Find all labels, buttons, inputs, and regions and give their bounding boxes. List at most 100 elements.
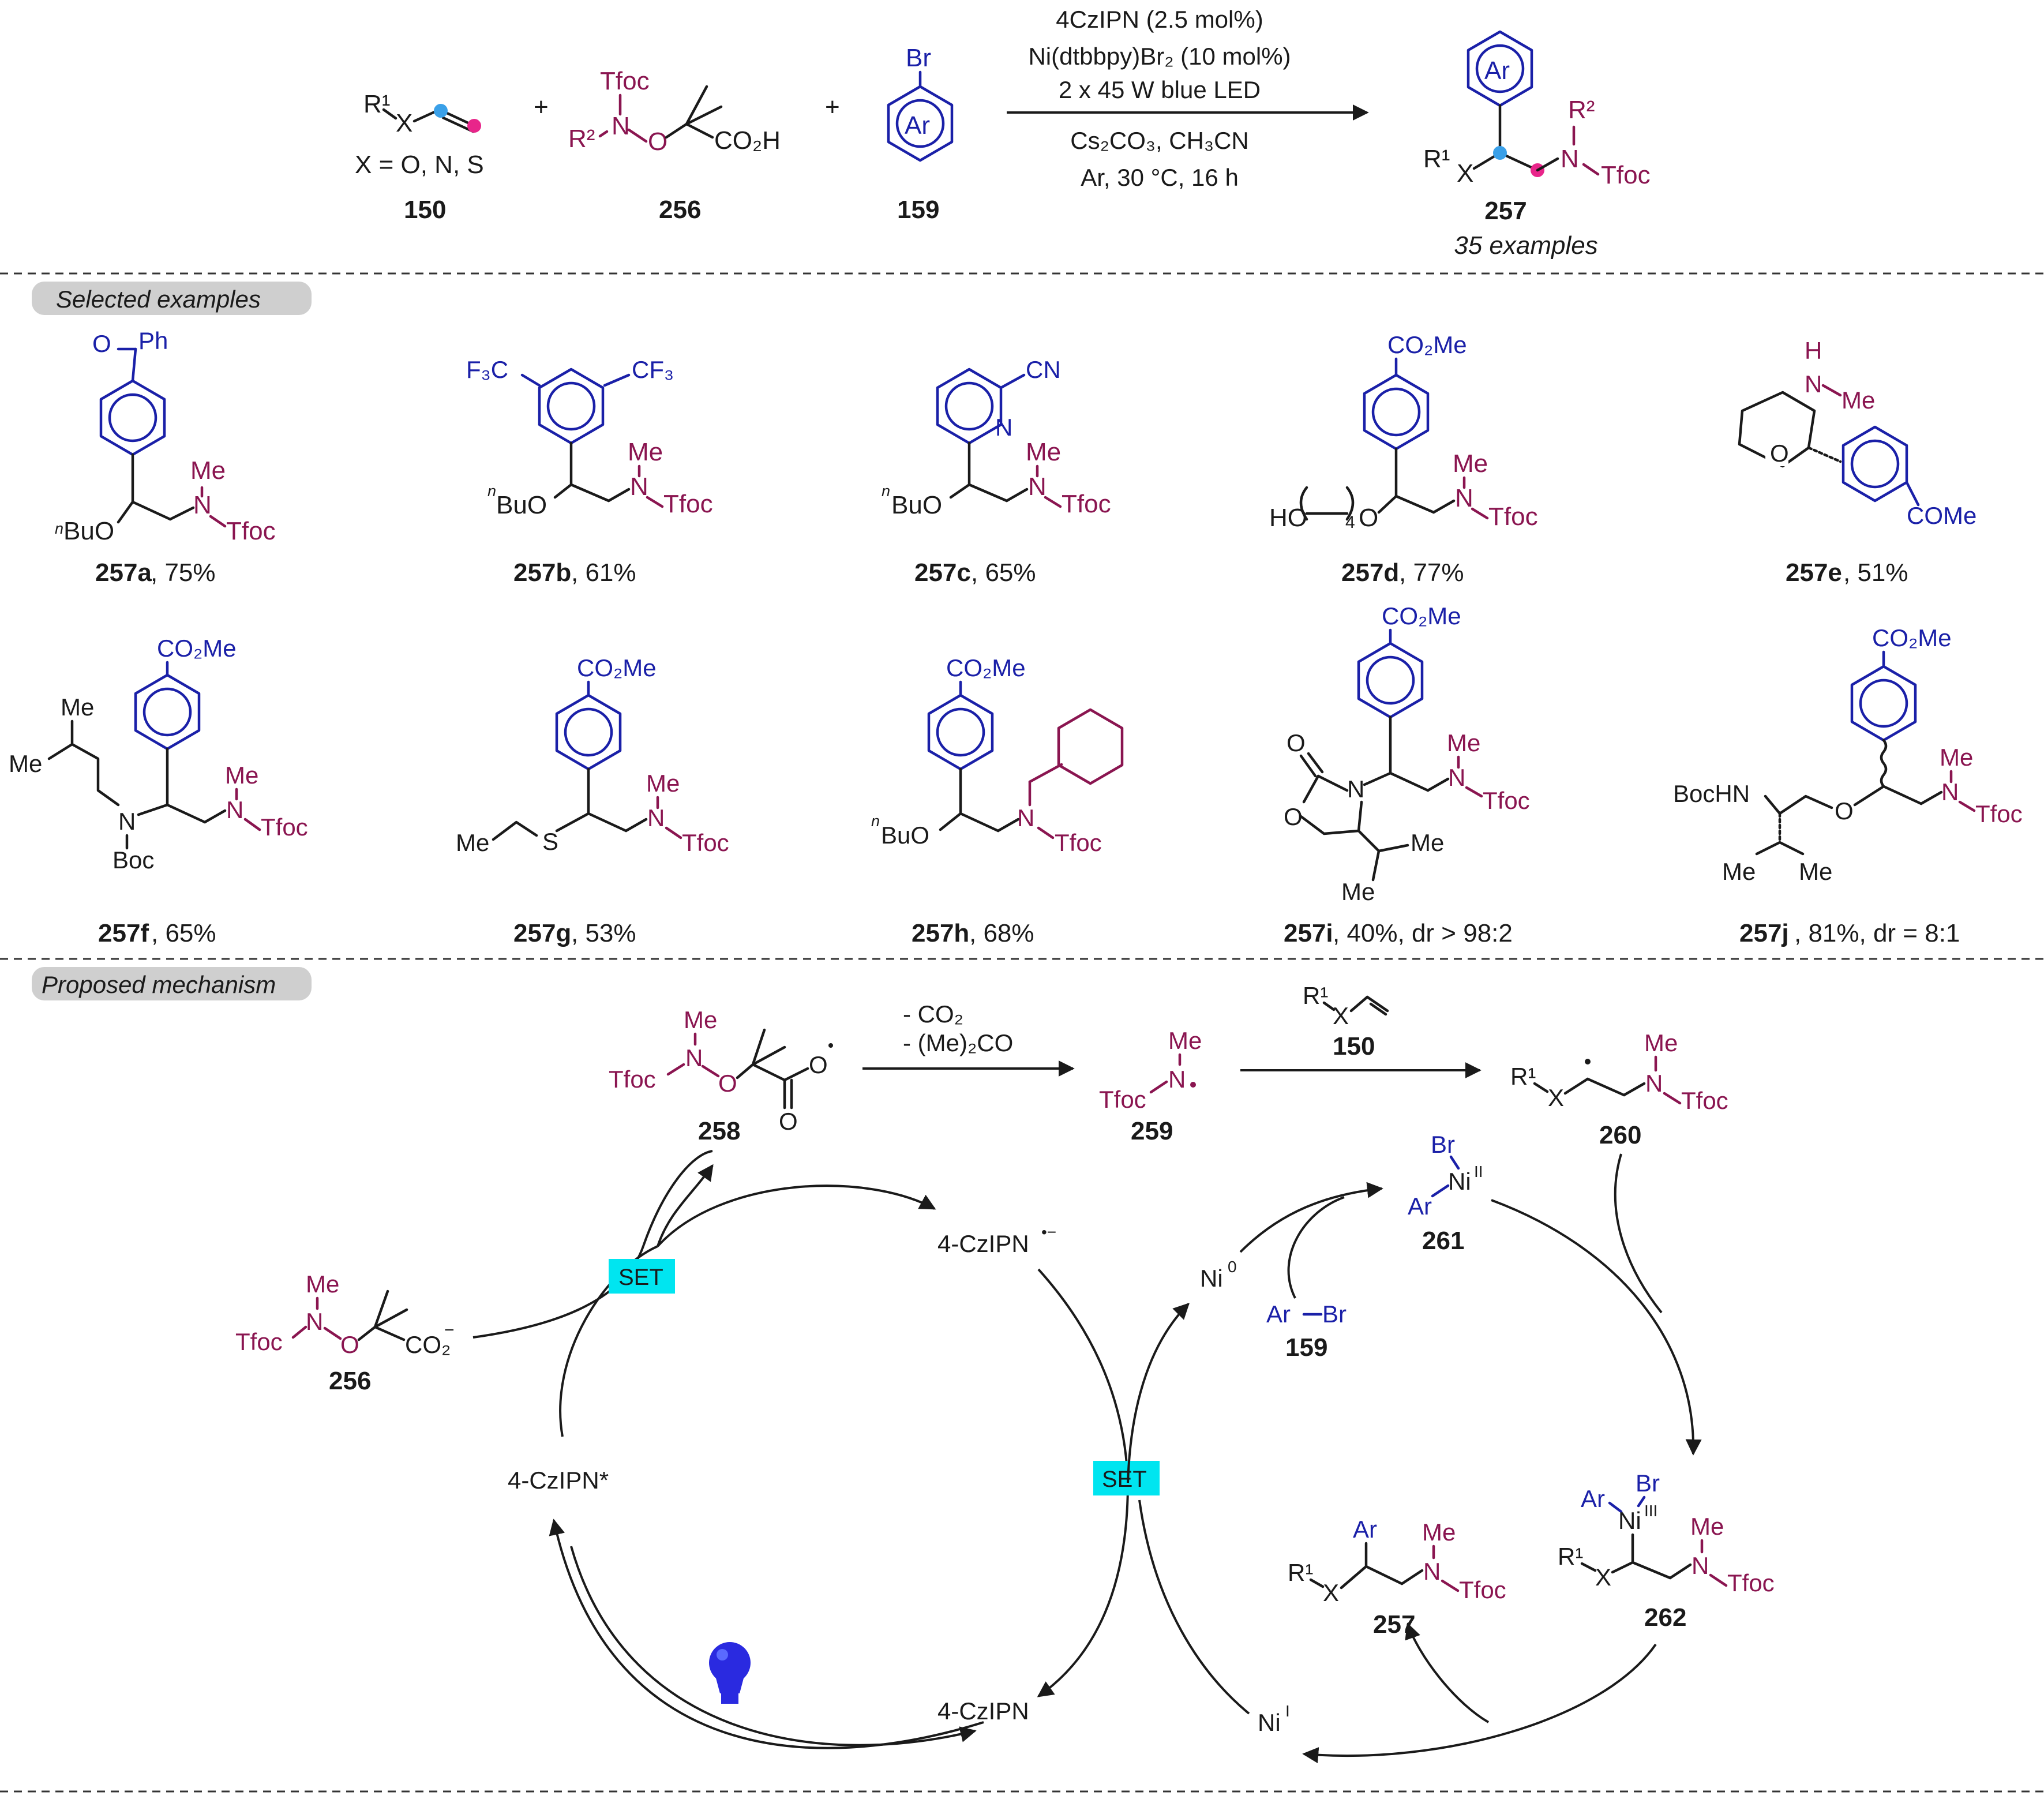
set-label: SET [1102, 1467, 1147, 1492]
example-257b: F₃C CF₃ n BuO N Me Tfoc 257b , 61% [466, 356, 713, 587]
n-prefix: n [55, 520, 63, 537]
phenyl-label: Ph [138, 327, 168, 354]
nitrogen-label: N [1941, 778, 1959, 805]
methyl-label: Me [1453, 449, 1488, 478]
compound-label-257: 257 [1484, 197, 1527, 225]
example-257i: CO₂Me N N Me Tfoc O O Me Me 257i , 40%, … [1284, 602, 1530, 947]
compound-label-256: 256 [329, 1367, 371, 1395]
nitrogen-label: N [226, 796, 243, 823]
heteroatom-x: X [1457, 159, 1473, 188]
sulfur-label: S [542, 828, 558, 855]
example-id: 257e [1786, 558, 1842, 587]
nitrogen-label: N [306, 1308, 323, 1335]
nickel-cycle: SET Ni 0 Ar Br 159 Br Ni II Ar 261 Ar Br [1093, 1131, 1775, 1764]
methyl-label: Me [628, 438, 663, 466]
tfoc-label: Tfoc [1483, 787, 1530, 814]
methyl-label: Me [1690, 1513, 1724, 1540]
example-257h: CO₂Me n BuO N Tfoc 257h , 68% [871, 654, 1124, 947]
compound-label-150: 150 [1333, 1032, 1375, 1060]
radical-dot [1190, 1082, 1196, 1088]
tfoc-label: Tfoc [1601, 161, 1651, 189]
alkene-carbon-dot-blue [434, 104, 448, 118]
butoxy-label: BuO [881, 822, 929, 849]
oxygen-label: O [1359, 504, 1378, 532]
set-box [609, 1259, 675, 1294]
tfoc-label: Tfoc [1459, 1576, 1506, 1603]
nickel-label: Ni [1618, 1507, 1641, 1534]
carbonyl-oxygen: O [1287, 729, 1306, 756]
ni-iii-complex-262: Ar Br Ni III R¹ X N Me Tfoc 262 [1558, 1470, 1775, 1632]
methyl-label: Me [684, 1006, 717, 1033]
nitrogen-label: N [1805, 370, 1822, 398]
reactant-159: Br Ar 159 [887, 44, 954, 224]
n-prefix: n [487, 482, 496, 500]
heteroatom-x: X [1548, 1084, 1564, 1111]
example-yield: , 75% [151, 558, 216, 587]
nitrogen-label: N [1168, 1066, 1186, 1093]
example-id: 257h [912, 919, 969, 947]
n-prefix: n [871, 812, 880, 830]
butoxy-label: BuO [63, 517, 114, 545]
arc-left [559, 1245, 658, 1437]
methyl-label: Me [190, 456, 226, 485]
example-yield: , 65% [151, 919, 216, 947]
n-prefix: n [882, 482, 890, 500]
ni1-superscript: I [1285, 1702, 1290, 1720]
example-count: 35 examples [1454, 231, 1597, 260]
boc-label: Boc [112, 846, 154, 874]
example-yield: , 68% [969, 919, 1034, 947]
example-yield: , 65% [971, 558, 1036, 587]
example-id: 257c [914, 558, 971, 587]
excitation-arrow [549, 1519, 984, 1749]
example-257e: H N Me O COMe 257e , 51% [1738, 337, 1977, 587]
tfoc-label: Tfoc [600, 67, 650, 95]
ground-state-label: 4-CzIPN [937, 1697, 1029, 1725]
r2-label: R² [568, 125, 595, 153]
tfoc-label: Tfoc [1727, 1569, 1775, 1596]
methyl-label: Me [1644, 1029, 1678, 1056]
radical-anion-label: 4-CzIPN [937, 1230, 1029, 1257]
intermediate-259: Me N Tfoc 259 [1099, 1027, 1202, 1145]
r1-label: R¹ [1288, 1559, 1313, 1586]
example-id: 257b [513, 558, 571, 587]
compound-label-262: 262 [1644, 1603, 1686, 1632]
radical-capture-arrow [1491, 1199, 1702, 1456]
example-id: 257g [513, 919, 571, 947]
tfoc-label: Tfoc [682, 829, 729, 856]
radical-oxygen: O [809, 1051, 828, 1078]
radical-anion-superscript: •− [1041, 1223, 1056, 1241]
tfoc-label: Tfoc [1055, 829, 1102, 856]
intermediate-258: Me N Tfoc O O O 258 [609, 1006, 833, 1145]
negative-charge: − [444, 1321, 455, 1340]
arc [472, 1150, 713, 1339]
compound-label-258: 258 [698, 1117, 740, 1145]
methyl-label: Me [1447, 729, 1480, 756]
plus-sign: + [534, 93, 549, 121]
oxygen-label: O [1835, 797, 1854, 824]
bromine-label: Br [906, 44, 931, 72]
arrow-to-ground-state [1037, 1482, 1129, 1697]
bond [382, 108, 397, 120]
arbr-entry-arc [1287, 1196, 1345, 1299]
ester-label: CO₂Me [577, 654, 657, 681]
example-257g: CO₂Me S Me N Me Tfoc 257g , 53% [456, 654, 729, 947]
r1-label: R¹ [1423, 145, 1450, 173]
example-id: 257i [1284, 919, 1333, 947]
methyl-label: Me [61, 694, 94, 721]
carboxylate-256: Me N Tfoc O CO₂ − 256 [235, 1270, 455, 1395]
oxidation-state: III [1644, 1502, 1657, 1520]
acetyl-label: COMe [1907, 502, 1977, 529]
example-257a: O Ph n BuO N Me Tfoc 257a , 75% [55, 327, 276, 587]
carboxylate-label: CO₂ [405, 1331, 451, 1358]
reactant-256: Tfoc N R² O CO₂H 256 [568, 67, 781, 224]
pyridine-nitrogen: N [995, 414, 1012, 441]
example-yield: , 81%, dr = 8:1 [1794, 919, 1960, 947]
photocatalyst-loading: 4CzIPN (2.5 mol%) [1056, 6, 1263, 33]
tfoc-label: Tfoc [1099, 1086, 1146, 1113]
tfoc-label: Tfoc [1488, 503, 1538, 531]
nitrogen-label: N [118, 808, 136, 835]
light-source: 2 x 45 W blue LED [1059, 76, 1261, 103]
set-label: SET [618, 1265, 663, 1290]
carbonyl-oxygen: O [92, 330, 111, 357]
